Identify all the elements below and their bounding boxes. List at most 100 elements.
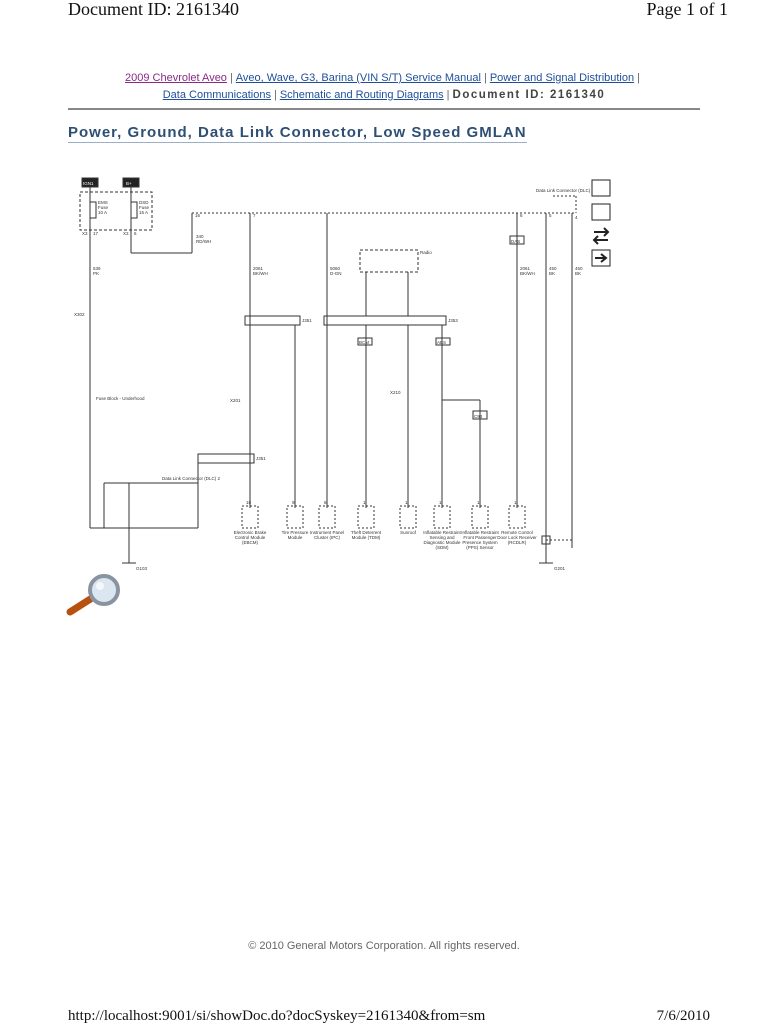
magnifier-icon[interactable] <box>64 570 126 620</box>
wire-color: BK/WH <box>253 271 268 276</box>
wire-color: D-GN <box>330 271 342 276</box>
wire-color: RD/WH <box>196 239 211 244</box>
module-label-pps: Inflatable Restraint Front Passenger Pre… <box>461 530 499 550</box>
ign1-label: IGN1 <box>83 181 94 186</box>
pin-label: 6 <box>134 231 137 236</box>
module-pin: 6 <box>324 500 327 505</box>
module-tdm <box>357 505 375 529</box>
module-pin: 1 <box>439 500 442 505</box>
wire-number: 450 <box>575 266 583 271</box>
breadcrumb-separator: | <box>229 72 233 84</box>
wire-color: BK/WH <box>520 271 535 276</box>
nav-icon[interactable] <box>592 227 610 245</box>
module-label-sdm: Inflatable Restraint Sensing and Diagnos… <box>423 530 461 550</box>
module-pps <box>471 505 489 529</box>
x302-label: X302 <box>74 312 85 317</box>
top-pin: 4 <box>575 215 578 220</box>
wire-color: BK <box>575 271 581 276</box>
wire-number: 539 <box>93 266 101 271</box>
splice-j353 <box>323 315 447 326</box>
splice-j351 <box>244 315 301 326</box>
top-pin: 16 <box>195 213 201 218</box>
fuse-ems-type: Fuse <box>98 205 109 210</box>
footer-date: 7/6/2010 <box>656 1008 710 1024</box>
c93-label: C93 <box>474 414 483 419</box>
radio-box <box>359 249 419 273</box>
module-label-ipc: Instrument Panel Cluster (IPC) <box>309 530 345 540</box>
module-label-tdm: Theft Deterrent Module (TDM) <box>350 530 382 540</box>
header-divider <box>68 108 700 110</box>
page-title: Power, Ground, Data Link Connector, Low … <box>68 124 527 143</box>
page-number: Page 1 of 1 <box>646 0 728 19</box>
top-pin: 6 <box>520 213 523 218</box>
top-pin: 5 <box>549 213 552 218</box>
breadcrumb-separator: | <box>446 89 450 101</box>
copyright-notice: © 2010 General Motors Corporation. All r… <box>248 940 520 952</box>
fuse-dsd-name: DSD <box>139 200 149 205</box>
module-sunroof <box>399 505 417 529</box>
x210-label: X210 <box>390 390 401 395</box>
top-pin: 7 <box>253 213 256 218</box>
dlc2-label: Data Link Connector (DLC) 2 <box>162 476 221 481</box>
fuse-block-outline <box>79 191 153 231</box>
wire-color: PK <box>93 271 99 276</box>
pin-label: 17 <box>93 231 99 236</box>
module-sdm <box>433 505 451 529</box>
module-pin: 9 <box>292 500 295 505</box>
connector-label: X3 <box>123 231 129 236</box>
bcm-box <box>357 337 373 346</box>
module-rcdlr <box>508 505 526 529</box>
module-ebcm <box>241 505 259 529</box>
breadcrumb-link-model[interactable]: 2009 Chevrolet Aveo <box>125 72 227 84</box>
document-id-header: Document ID: 2161340 <box>68 0 239 19</box>
wire-number: 450 <box>549 266 557 271</box>
breadcrumb-link-datacomm[interactable]: Data Communications <box>162 89 271 101</box>
abs-label: ABS <box>437 340 446 345</box>
breadcrumb-separator: | <box>273 89 277 101</box>
fuse-ems-name: EMS <box>98 200 108 205</box>
loc-icon[interactable] <box>591 179 611 197</box>
x201-label: X201 <box>230 398 241 403</box>
dlc-label: Data Link Connector (DLC) <box>536 188 591 193</box>
schematic-icon[interactable] <box>591 203 611 221</box>
dsd-fuse-icon <box>130 201 138 219</box>
fuse-ems-rating: 10 A <box>98 210 107 215</box>
module-pin: 1 <box>405 500 408 505</box>
c93-box <box>472 410 488 420</box>
wire-number: 340 <box>196 234 204 239</box>
ems-fuse-icon <box>89 201 97 219</box>
wire-number: 5060 <box>330 266 341 271</box>
breadcrumb-link-schematics[interactable]: Schematic and Routing Diagrams <box>279 89 444 101</box>
bcm-label: BCM <box>359 340 369 345</box>
wiring-schematic: IGN1 B+ EMS Fuse 10 A DSD Fuse 15 A X3 1… <box>74 177 611 571</box>
wire-number: 2061 <box>253 266 264 271</box>
splice-label: J351 <box>256 456 266 461</box>
module-pin: 1 <box>514 500 517 505</box>
das-box <box>509 235 525 245</box>
breadcrumb-separator: | <box>483 72 487 84</box>
breadcrumb: 2009 Chevrolet Aveo|Aveo, Wave, G3, Bari… <box>68 70 700 104</box>
wire-color: BK <box>549 271 555 276</box>
splice-j351-lower <box>197 453 255 464</box>
footer-url: http://localhost:9001/si/showDoc.do?docS… <box>68 1008 486 1024</box>
module-pin: 18 <box>246 500 252 505</box>
module-label-ebcm: Electronic Brake Control Module (EBCM) <box>233 530 267 545</box>
wire-number: 2061 <box>520 266 531 271</box>
breadcrumb-separator: | <box>637 72 640 84</box>
fuse-dsd-type: Fuse <box>139 205 150 210</box>
module-label-rcdlr: Remote Control Door Lock Receiver (RCDLR… <box>497 530 537 545</box>
radio-label: Radio <box>420 250 432 255</box>
module-pin: 1 <box>363 500 366 505</box>
module-tpm <box>286 505 304 529</box>
ground-label: G201 <box>554 566 566 571</box>
module-label-tpm: Tire Pressure Module <box>281 530 309 540</box>
ground-label: G103 <box>136 566 148 571</box>
das-label: DAS <box>511 239 520 244</box>
breadcrumb-document-id: Document ID: 2161340 <box>452 89 606 101</box>
fuse-dsd-rating: 15 A <box>139 210 148 215</box>
abs-box <box>435 337 451 346</box>
breadcrumb-link-manual[interactable]: Aveo, Wave, G3, Barina (VIN S/T) Service… <box>235 72 481 84</box>
fuse-block-label: Fuse Block - Underhood <box>96 396 145 401</box>
breadcrumb-link-power[interactable]: Power and Signal Distribution <box>489 72 635 84</box>
ground-connector <box>541 535 551 545</box>
